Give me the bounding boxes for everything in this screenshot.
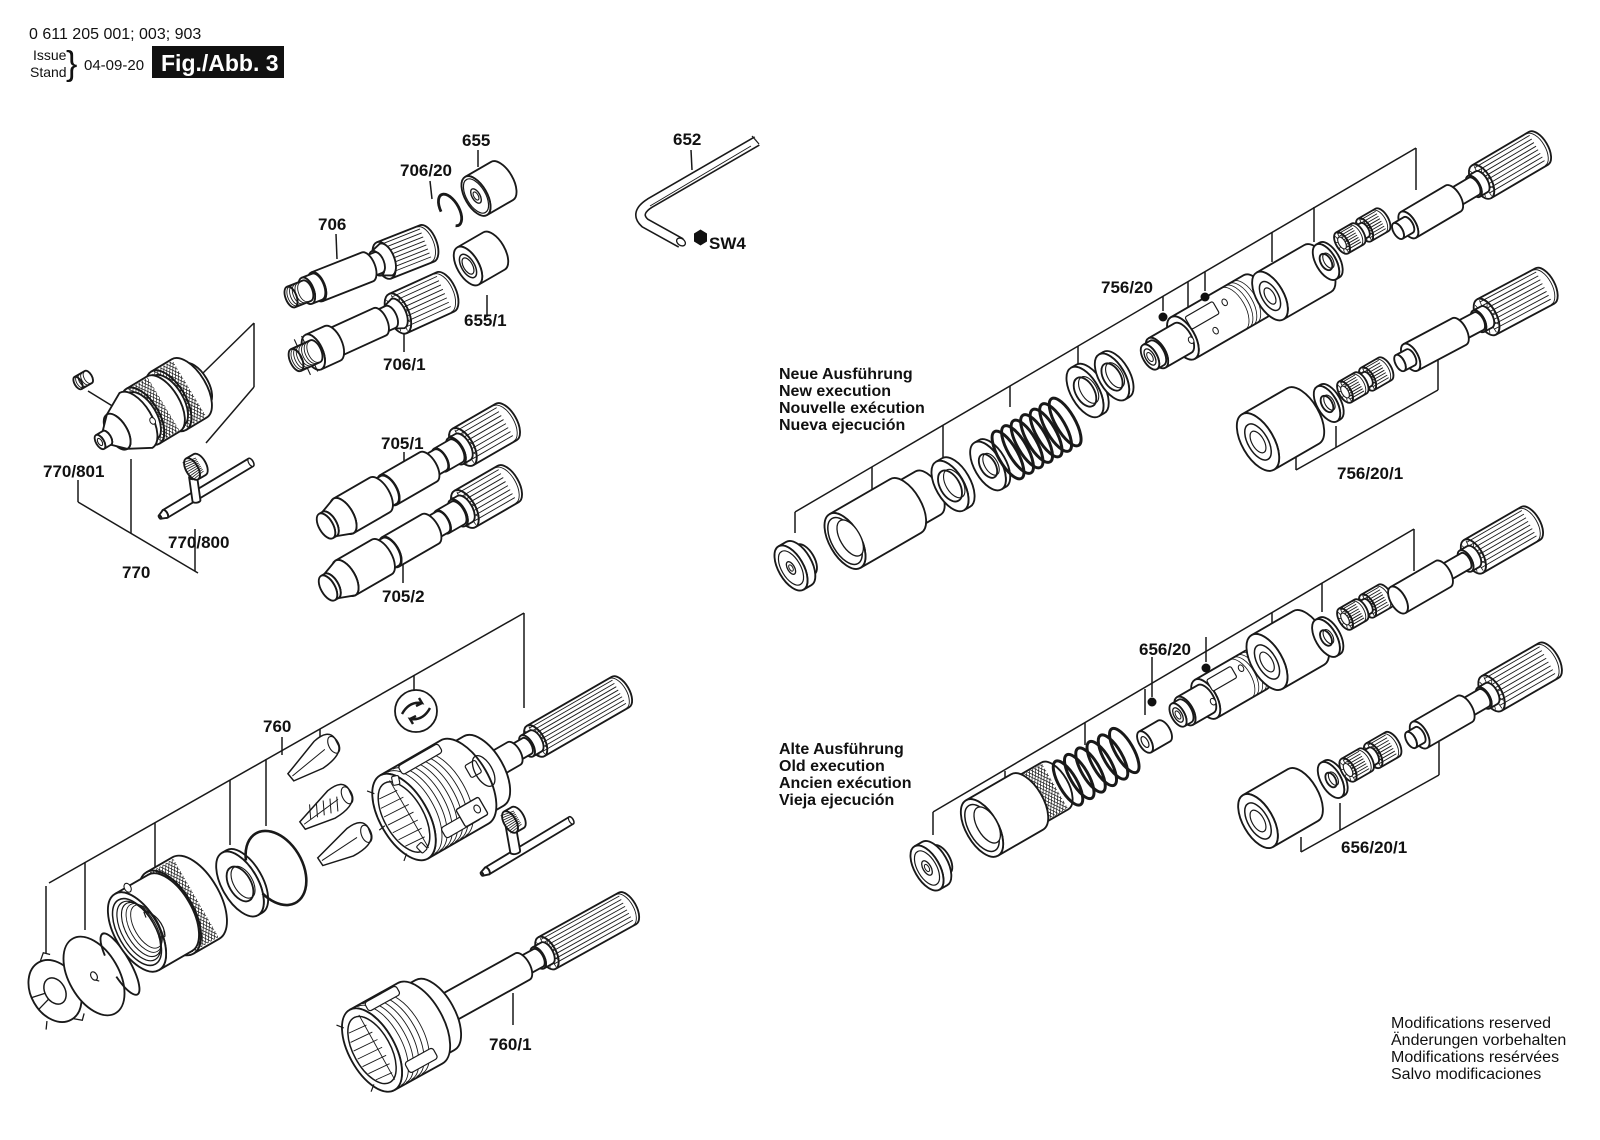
svg-text:Old execution: Old execution [779,758,885,775]
svg-text:Stand: Stand [30,64,67,80]
svg-text:SW4: SW4 [709,234,746,253]
svg-text:756/20/1: 756/20/1 [1337,464,1403,483]
svg-text:770: 770 [122,563,150,582]
svg-text:656/20/1: 656/20/1 [1341,838,1407,857]
svg-text:Vieja ejecución: Vieja ejecución [779,792,894,809]
svg-text:Änderungen vorbehalten: Änderungen vorbehalten [1391,1031,1566,1049]
svg-text:706: 706 [318,215,346,234]
svg-text:Salvo modificaciones: Salvo modificaciones [1391,1066,1541,1083]
svg-text:Fig./Abb. 3: Fig./Abb. 3 [161,50,279,76]
svg-text:Modifications resérvées: Modifications resérvées [1391,1049,1559,1066]
svg-text:656/20: 656/20 [1139,640,1191,659]
svg-text:Neue Ausführung: Neue Ausführung [779,366,913,383]
svg-text:0 611 205 001; 003; 903: 0 611 205 001; 003; 903 [29,26,201,43]
svg-text:706/1: 706/1 [383,355,426,374]
svg-text:705/2: 705/2 [382,587,425,606]
svg-text:Issue: Issue [33,47,67,63]
svg-text:770/801: 770/801 [43,462,104,481]
svg-text:Ancien exécution: Ancien exécution [779,775,911,792]
svg-text:756/20: 756/20 [1101,278,1153,297]
svg-text:652: 652 [673,130,701,149]
svg-text:655: 655 [462,131,490,150]
svg-text:760: 760 [263,717,291,736]
svg-text:706/20: 706/20 [400,161,452,180]
svg-text:770/800: 770/800 [168,533,229,552]
svg-text:04-09-20: 04-09-20 [84,57,144,74]
svg-text:Modifications reserved: Modifications reserved [1391,1015,1551,1032]
svg-text:705/1: 705/1 [381,434,424,453]
svg-text:Nouvelle exécution: Nouvelle exécution [779,400,925,417]
svg-text:655/1: 655/1 [464,311,507,330]
svg-text:Nueva ejecución: Nueva ejecución [779,417,905,434]
svg-text:}: } [66,45,77,83]
svg-text:New execution: New execution [779,383,891,400]
svg-text:760/1: 760/1 [489,1035,532,1054]
svg-text:Alte Ausführung: Alte Ausführung [779,741,904,758]
